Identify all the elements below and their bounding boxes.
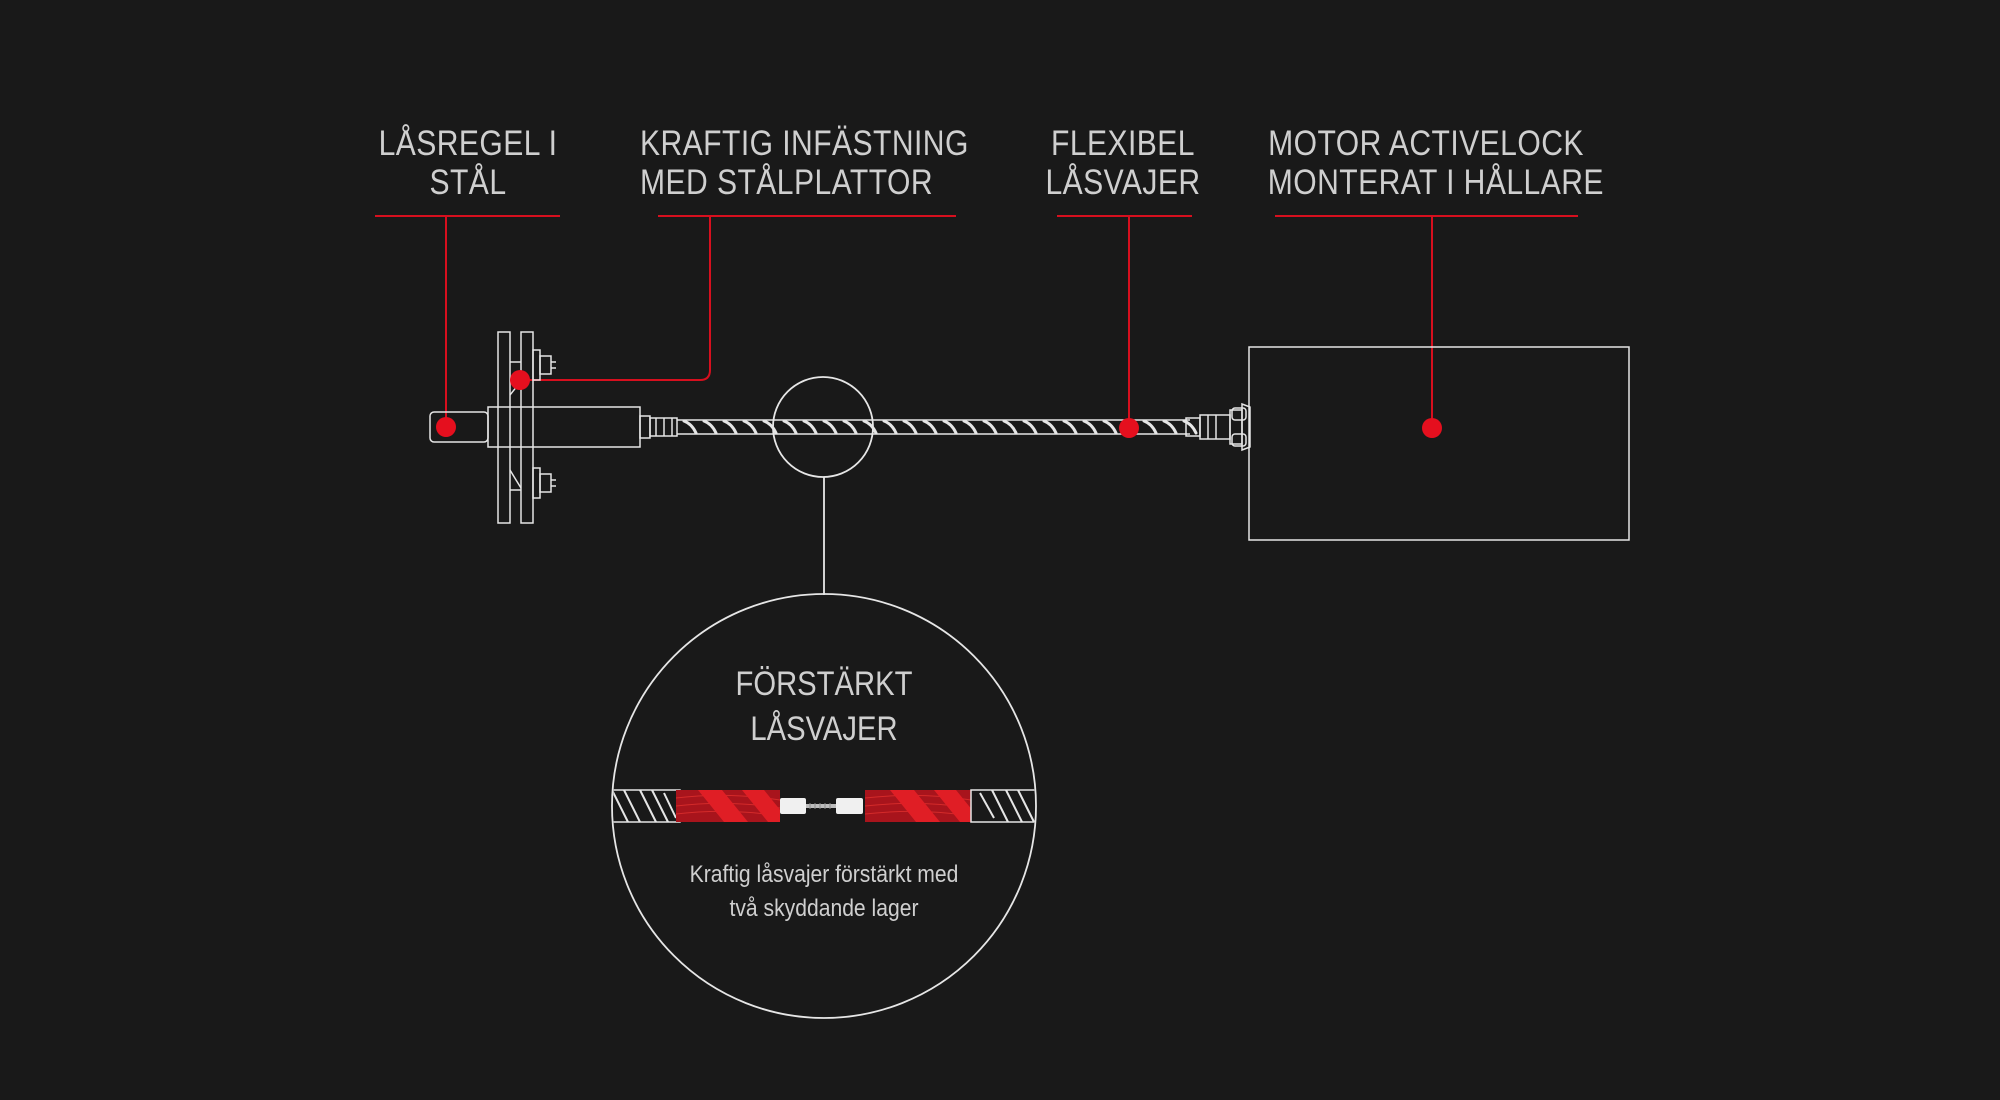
callout-mounting: KRAFTIG INFÄSTNING MED STÅLPLATTOR <box>640 124 969 202</box>
detail-cable-cross-section <box>613 789 1035 823</box>
cable-strand <box>902 419 918 435</box>
dot-flexible-cable <box>1119 418 1139 438</box>
callout-leaders <box>375 215 1578 427</box>
cable-strand <box>682 419 698 435</box>
cable-strand <box>722 419 738 435</box>
detail-circle <box>611 593 1037 1019</box>
detail-title: FÖRSTÄRKT LÅSVAJER <box>735 665 913 748</box>
callout-locking-bolt: LÅSREGEL I STÅL <box>378 124 558 202</box>
magnifier-circle <box>772 376 874 478</box>
cable-strand <box>1002 419 1018 435</box>
cable-strand <box>1022 419 1038 435</box>
cable-strand <box>882 419 898 435</box>
detail-caption: Kraftig låsvajer förstärkt med två skydd… <box>689 861 959 922</box>
cable-strand <box>982 419 998 435</box>
cable-strand <box>802 419 818 435</box>
cable-strand <box>1102 419 1118 435</box>
cable-strand <box>702 419 718 435</box>
dot-locking-bolt <box>436 417 456 437</box>
cable-strand <box>1062 419 1078 435</box>
cable-strand <box>842 419 858 435</box>
callout-flexible-cable: FLEXIBEL LÅSVAJER <box>1045 124 1201 202</box>
cable-strand <box>1142 419 1158 435</box>
dot-motor <box>1422 418 1442 438</box>
callout-motor: MOTOR ACTIVELOCK MONTERAT I HÅLLARE <box>1267 124 1604 202</box>
dot-mounting <box>510 370 530 390</box>
cable-strand <box>922 419 938 435</box>
cable-strand <box>942 419 958 435</box>
locking-bolt-assembly <box>429 331 678 524</box>
cable-strand <box>822 419 838 435</box>
cable-strand <box>962 419 978 435</box>
cable-strand <box>1082 419 1098 435</box>
cable-strand <box>1162 419 1178 435</box>
motor-housing <box>1248 346 1630 541</box>
motor-connector <box>1185 402 1251 452</box>
callout-dots <box>436 370 1442 438</box>
cable-strand <box>862 419 878 435</box>
flexible-cable <box>677 419 1198 435</box>
cable-strand <box>762 419 778 435</box>
cable-strand <box>742 419 758 435</box>
cable-strand <box>1042 419 1058 435</box>
cable-strand <box>782 419 798 435</box>
